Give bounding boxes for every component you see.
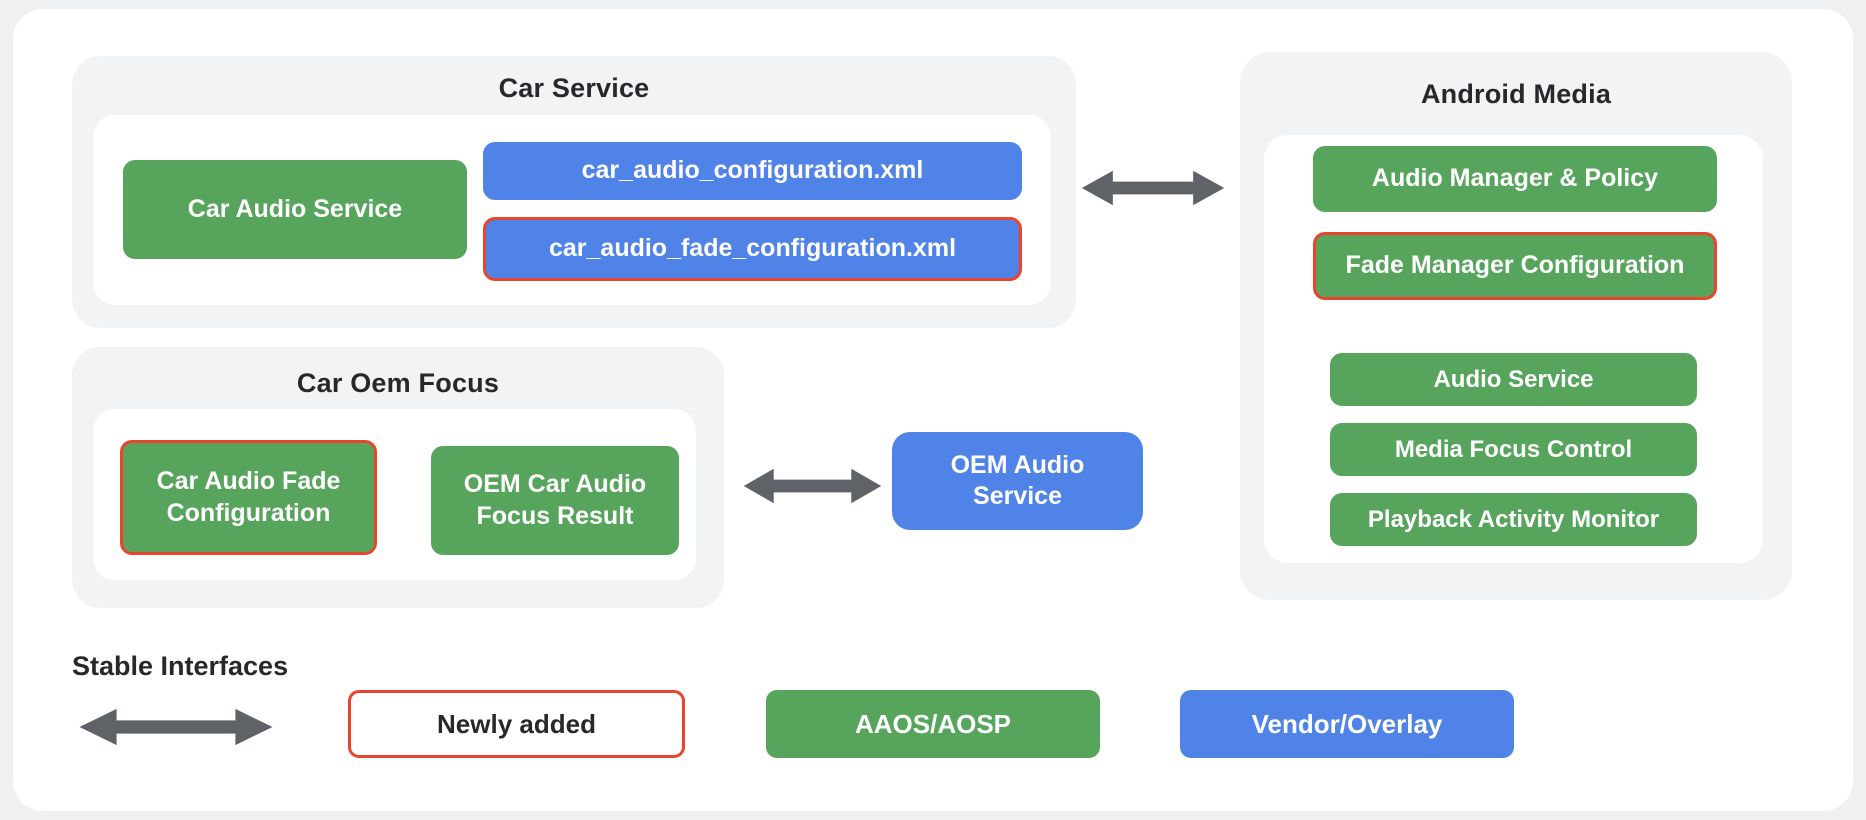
- playback-activity-monitor-box: Playback Activity Monitor: [1330, 493, 1697, 546]
- double-arrow-icon: [77, 706, 275, 748]
- oem-car-audio-focus-result-box: OEM Car Audio Focus Result: [431, 446, 679, 555]
- fade-manager-configuration-box: Fade Manager Configuration: [1313, 232, 1717, 300]
- car-audio-fade-configuration-oem-box: Car Audio Fade Configuration: [120, 440, 377, 555]
- aaos-aosp-badge: AAOS/AOSP: [766, 690, 1100, 758]
- newly-added-badge: Newly added: [348, 690, 685, 758]
- diagram-canvas: Car Service Car Audio Service car_audio_…: [13, 9, 1853, 811]
- car-oem-focus-group: Car Oem Focus Car Audio Fade Configurati…: [72, 347, 724, 608]
- car-oem-focus-title: Car Oem Focus: [296, 368, 500, 398]
- audio-service-box: Audio Service: [1330, 353, 1697, 406]
- android-media-title: Android Media: [1420, 79, 1612, 109]
- oem-audio-service-box: OEM Audio Service: [892, 432, 1143, 530]
- media-focus-control-box: Media Focus Control: [1330, 423, 1697, 476]
- car-audio-service-box: Car Audio Service: [123, 160, 467, 259]
- double-arrow-icon: [742, 466, 883, 506]
- car-audio-configuration-box: car_audio_configuration.xml: [483, 142, 1022, 200]
- car-oem-focus-inner-panel: Car Audio Fade Configuration OEM Car Aud…: [93, 409, 696, 580]
- car-service-group: Car Service Car Audio Service car_audio_…: [72, 56, 1076, 328]
- car-service-inner-panel: Car Audio Service car_audio_configuratio…: [93, 115, 1051, 305]
- car-service-title: Car Service: [498, 73, 650, 103]
- double-arrow-icon: [1080, 168, 1226, 208]
- audio-manager-policy-box: Audio Manager & Policy: [1313, 146, 1717, 212]
- car-audio-fade-configuration-box: car_audio_fade_configuration.xml: [483, 217, 1022, 281]
- android-media-inner-panel: Audio Manager & Policy Fade Manager Conf…: [1264, 135, 1763, 563]
- vendor-overlay-badge: Vendor/Overlay: [1180, 690, 1514, 758]
- android-media-group: Android Media Audio Manager & Policy Fad…: [1240, 52, 1792, 600]
- stable-interfaces-label: Stable Interfaces: [72, 651, 289, 681]
